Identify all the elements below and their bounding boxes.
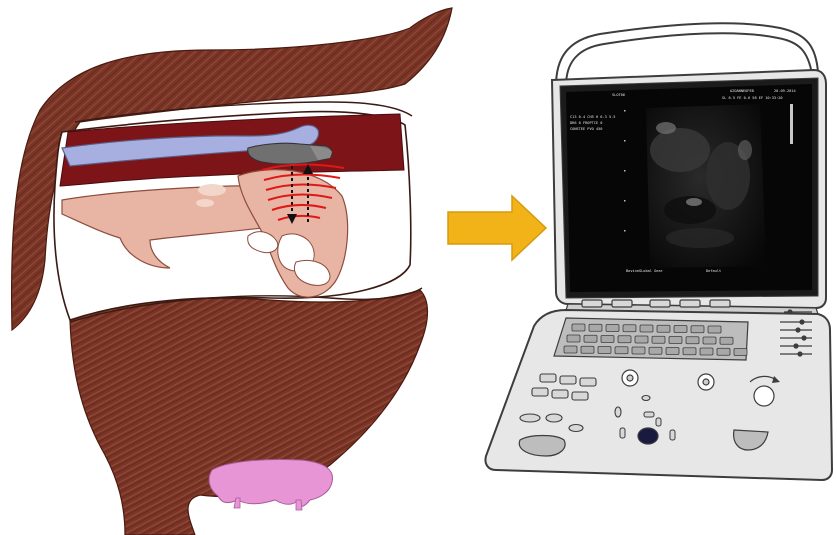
screen-params-line: DR6 0 FROPTCE 0 — [570, 121, 602, 125]
control-button[interactable] — [560, 376, 576, 384]
keyboard-key[interactable] — [589, 324, 602, 331]
echo-bright — [686, 198, 702, 206]
keyboard-key[interactable] — [666, 348, 679, 355]
keyboard-key[interactable] — [623, 325, 636, 332]
control-button[interactable] — [532, 388, 548, 396]
anatomy-illustration — [12, 8, 452, 535]
udder-teat — [296, 500, 302, 510]
function-key[interactable] — [680, 300, 700, 307]
follicle-spot — [196, 199, 214, 207]
keyboard-key[interactable] — [598, 347, 611, 354]
control-button[interactable] — [580, 378, 596, 386]
process-arrow — [448, 196, 546, 260]
keyboard-key[interactable] — [567, 335, 580, 342]
grayscale-bar — [790, 104, 793, 144]
keyboard-key[interactable] — [635, 336, 648, 343]
keyboard-key[interactable] — [717, 348, 730, 355]
control-button[interactable] — [546, 414, 562, 422]
keyboard-key[interactable] — [649, 347, 662, 354]
screen-params-line: CONSTEE PVO 450 — [570, 127, 602, 131]
keyboard-key[interactable] — [652, 336, 665, 343]
keyboard-key[interactable] — [584, 335, 597, 342]
follicle-spot — [198, 184, 226, 196]
control-button[interactable] — [615, 407, 621, 417]
screen-footer-left: BovineGLobal Gear — [626, 269, 664, 273]
function-key[interactable] — [582, 300, 602, 307]
trackball-button[interactable] — [670, 430, 675, 440]
function-key[interactable] — [710, 300, 730, 307]
keyboard-key[interactable] — [686, 337, 699, 344]
keyboard-key[interactable] — [683, 348, 696, 355]
keyboard-key[interactable] — [691, 326, 704, 333]
echo-bright — [738, 140, 752, 160]
keyboard-key[interactable] — [674, 326, 687, 333]
control-button[interactable] — [572, 392, 588, 400]
alphanumeric-keyboard — [554, 318, 748, 360]
keyboard-key[interactable] — [618, 336, 631, 343]
control-button[interactable] — [569, 425, 583, 432]
trackball-button[interactable] — [656, 418, 661, 426]
control-button[interactable] — [552, 390, 568, 398]
function-key[interactable] — [612, 300, 632, 307]
function-key[interactable] — [650, 300, 670, 307]
keyboard-key[interactable] — [640, 325, 653, 332]
keyboard-key[interactable] — [720, 337, 733, 344]
keyboard-key[interactable] — [581, 346, 594, 353]
echo-texture — [666, 228, 734, 248]
control-button[interactable] — [540, 374, 556, 382]
keyboard-key[interactable] — [564, 346, 577, 353]
screen-header-params: SL 6.5 FE 0.6 58 EF 10:33:20 — [722, 96, 783, 100]
control-button[interactable] — [520, 414, 540, 422]
trackball-button[interactable] — [644, 412, 654, 417]
keyboard-key[interactable] — [708, 326, 721, 333]
ultrasound-device: SLOT06 A2DANNEOFEB 20-09-2014 SL 6.5 FE … — [485, 23, 832, 480]
screen-header-left: SLOT06 — [612, 93, 625, 97]
keyboard-key[interactable] — [657, 325, 670, 332]
echo-bright — [656, 122, 676, 134]
keyboard-key[interactable] — [734, 349, 747, 356]
keyboard-key[interactable] — [700, 348, 713, 355]
udder — [209, 459, 332, 506]
keyboard-key[interactable] — [632, 347, 645, 354]
screen-params-line: C13 0.4 CH5 H 6.3 5.5 — [570, 115, 615, 119]
keyboard-key[interactable] — [615, 347, 628, 354]
echo-texture — [650, 128, 710, 172]
keyboard-key[interactable] — [601, 336, 614, 343]
screen-footer-right: Default — [706, 269, 721, 273]
keyboard-key[interactable] — [703, 337, 716, 344]
keyboard-key[interactable] — [606, 325, 619, 332]
control-button[interactable] — [642, 396, 650, 401]
trackball[interactable] — [638, 428, 658, 444]
screen-header-id: A2DANNEOFEB — [730, 89, 754, 93]
keyboard-key[interactable] — [572, 324, 585, 331]
trackball-button[interactable] — [620, 428, 625, 438]
trackball-knob[interactable] — [754, 386, 774, 406]
keyboard-key[interactable] — [669, 337, 682, 344]
screen-header-date: 20-09-2014 — [774, 89, 796, 93]
